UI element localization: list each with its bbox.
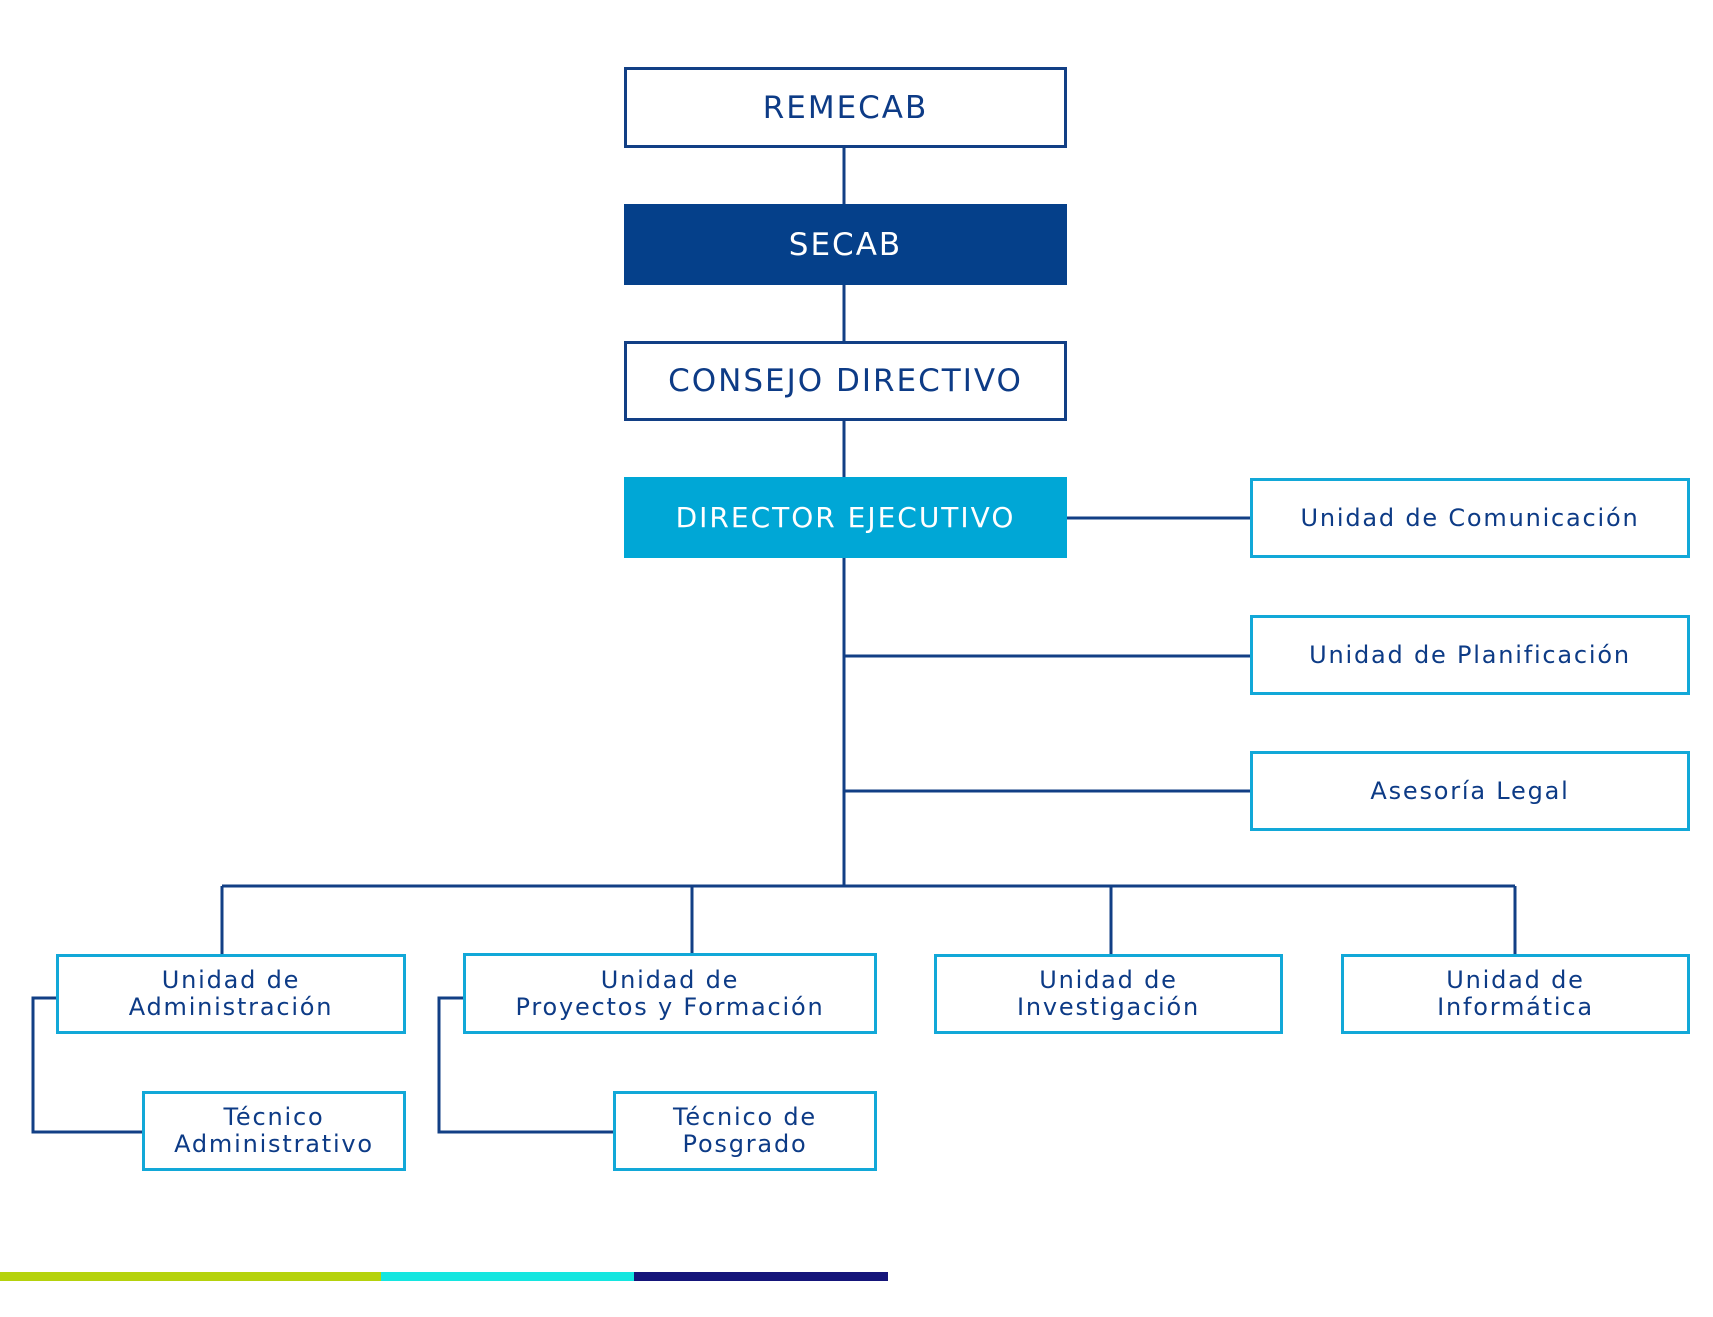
connector-proyectos-posgrado	[437, 996, 614, 1134]
node-tecnico-administrativo-label: Técnico Administrativo	[174, 1103, 374, 1158]
footer-stripe-navy	[634, 1272, 888, 1281]
node-unidad-planificacion-label: Unidad de Planificación	[1309, 640, 1631, 669]
node-unidad-planificacion: Unidad de Planificación	[1250, 615, 1690, 695]
connector-administracion-tecnico	[31, 996, 144, 1134]
node-tecnico-posgrado-label: Técnico de Posgrado	[673, 1103, 817, 1158]
node-consejo-directivo-label: CONSEJO DIRECTIVO	[668, 363, 1023, 399]
node-unidad-administracion: Unidad de Administración	[56, 954, 406, 1034]
node-secab-label: SECAB	[788, 226, 903, 263]
node-director-ejecutivo: DIRECTOR EJECUTIVO	[624, 477, 1067, 558]
node-unidad-informatica: Unidad de Informática	[1341, 954, 1690, 1034]
node-unidad-comunicacion-label: Unidad de Comunicación	[1300, 503, 1640, 532]
node-asesoria-legal-label: Asesoría Legal	[1370, 776, 1570, 805]
footer-stripe-cyan	[381, 1272, 634, 1281]
node-asesoria-legal: Asesoría Legal	[1250, 751, 1690, 831]
node-consejo-directivo: CONSEJO DIRECTIVO	[624, 341, 1067, 421]
node-unidad-investigacion: Unidad de Investigación	[934, 954, 1283, 1034]
node-unidad-comunicacion: Unidad de Comunicación	[1250, 478, 1690, 558]
node-unidad-investigacion-label: Unidad de Investigación	[1017, 966, 1200, 1021]
node-remecab-label: REMECAB	[762, 89, 929, 126]
node-tecnico-posgrado: Técnico de Posgrado	[613, 1091, 877, 1171]
node-secab: SECAB	[624, 204, 1067, 285]
footer-stripe-green	[0, 1272, 381, 1281]
node-unidad-administracion-label: Unidad de Administración	[128, 966, 334, 1021]
node-unidad-informatica-label: Unidad de Informática	[1437, 966, 1594, 1021]
node-remecab: REMECAB	[624, 67, 1067, 148]
node-unidad-proyectos-formacion: Unidad de Proyectos y Formación	[463, 953, 877, 1034]
node-unidad-proyectos-formacion-label: Unidad de Proyectos y Formación	[515, 965, 825, 1021]
node-director-ejecutivo-label: DIRECTOR EJECUTIVO	[675, 501, 1016, 534]
node-tecnico-administrativo: Técnico Administrativo	[142, 1091, 406, 1171]
